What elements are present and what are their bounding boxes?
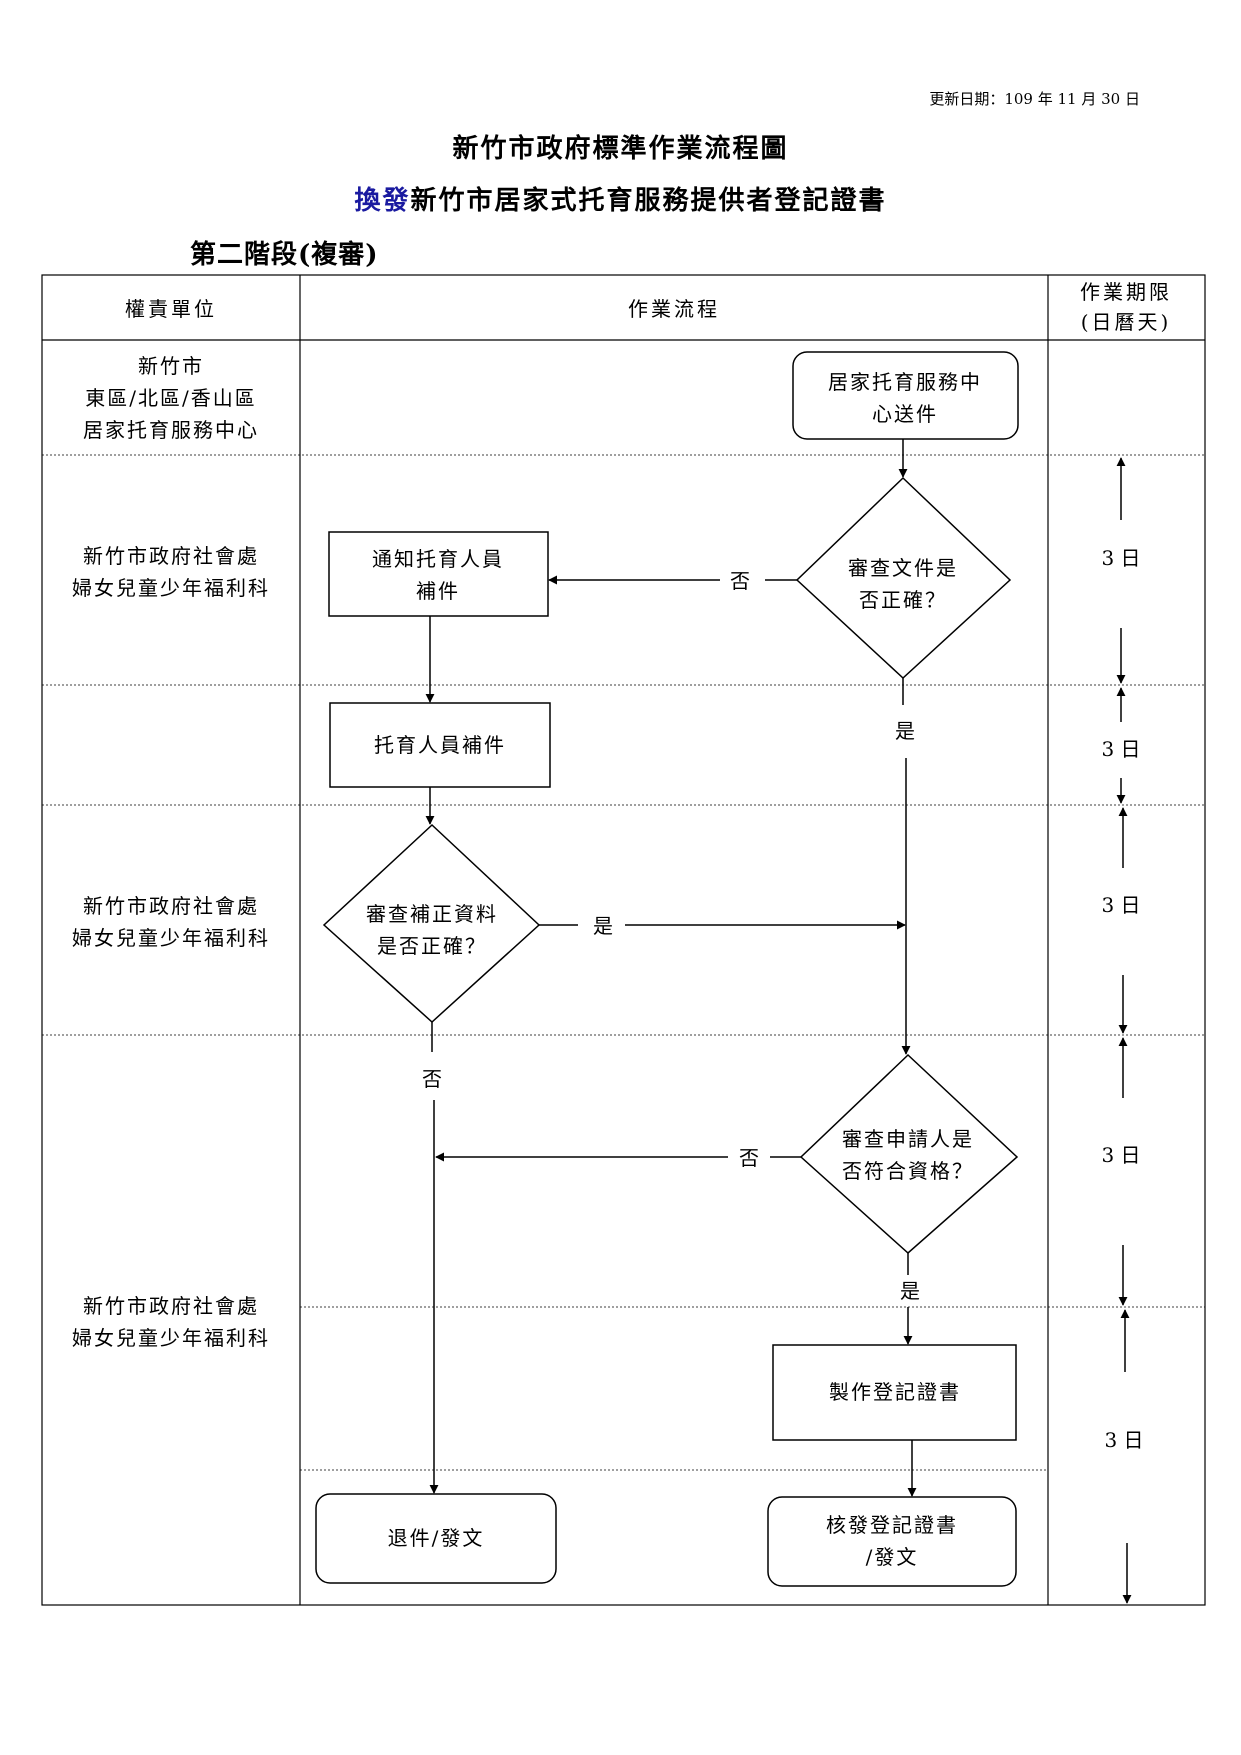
unit-welfare-c-line2: 婦女兒童少年福利科	[72, 1326, 270, 1350]
unit-welfare-a-line1: 新竹市政府社會處	[83, 544, 259, 568]
node-start-line1: 居家托育服務中	[828, 370, 982, 394]
period-2: 3 日	[1101, 737, 1140, 761]
row-separators	[42, 454, 1205, 1471]
column-header-unit: 權責單位	[125, 297, 217, 321]
node-start-line2: 心送件	[872, 402, 938, 426]
unit-welfare-b-line1: 新竹市政府社會處	[83, 894, 259, 918]
update-date: 更新日期：109 年 11 月 30 日	[929, 90, 1140, 108]
label-yes-3: 是	[900, 1279, 920, 1303]
label-yes-2: 是	[593, 914, 613, 938]
node-make-cert-shape	[772, 1344, 1017, 1441]
node-make-cert-text: 製作登記證書	[829, 1380, 961, 1404]
unit-center-line1: 新竹市	[138, 354, 204, 378]
column-header-process: 作業流程	[628, 297, 720, 321]
node-reject-shape	[315, 1493, 557, 1584]
document-title: 新竹市政府標準作業流程圖	[452, 134, 789, 164]
node-review-qual-shape	[799, 1053, 1019, 1255]
label-no-2: 否	[422, 1067, 442, 1091]
label-no-1: 否	[730, 569, 750, 593]
node-notify-shape	[328, 531, 549, 617]
node-issue-shape	[767, 1496, 1017, 1587]
period-3: 3 日	[1101, 893, 1140, 917]
node-reject-text: 退件/發文	[388, 1526, 485, 1550]
unit-center-line3: 居家托育服務中心	[83, 418, 259, 442]
node-notify-line2: 補件	[416, 579, 460, 603]
node-notify-line1: 通知托育人員	[372, 547, 504, 571]
label-no-3: 否	[739, 1146, 759, 1170]
table-frame	[41, 274, 1206, 1606]
node-review-docs-line2: 否正確？	[859, 588, 947, 612]
subtitle-accent: 換發	[354, 186, 411, 216]
node-start-shape	[792, 351, 1019, 440]
node-review-qual-line2: 否符合資格？	[842, 1159, 974, 1183]
column-header-period-line1: 作業期限	[1080, 280, 1172, 304]
unit-center-line2: 東區/北區/香山區	[85, 386, 256, 410]
unit-welfare-c-line1: 新竹市政府社會處	[83, 1294, 259, 1318]
node-issue-line1: 核發登記證書	[826, 1513, 958, 1537]
node-supplement-shape	[329, 702, 551, 788]
node-review-docs-line1: 審查文件是	[848, 556, 958, 580]
stage-title: 第二階段(複審)	[190, 240, 379, 270]
column-header-period-line2: (日曆天)	[1081, 310, 1172, 334]
period-1: 3 日	[1101, 546, 1140, 570]
node-review-supp-line2: 是否正確？	[377, 934, 487, 958]
node-issue-line2: /發文	[866, 1545, 919, 1569]
period-5: 3 日	[1104, 1428, 1143, 1452]
node-supplement-text: 托育人員補件	[374, 733, 506, 757]
unit-welfare-a-line2: 婦女兒童少年福利科	[72, 576, 270, 600]
node-review-qual-line1: 審查申請人是	[842, 1127, 974, 1151]
node-review-supp-line1: 審查補正資料	[366, 902, 498, 926]
label-yes-1: 是	[895, 719, 915, 743]
document-subtitle: 換發新竹市居家式托育服務提供者登記證書	[0, 180, 1241, 217]
subtitle-rest: 新竹市居家式托育服務提供者登記證書	[410, 186, 887, 216]
unit-welfare-b-line2: 婦女兒童少年福利科	[72, 926, 270, 950]
period-4: 3 日	[1101, 1143, 1140, 1167]
